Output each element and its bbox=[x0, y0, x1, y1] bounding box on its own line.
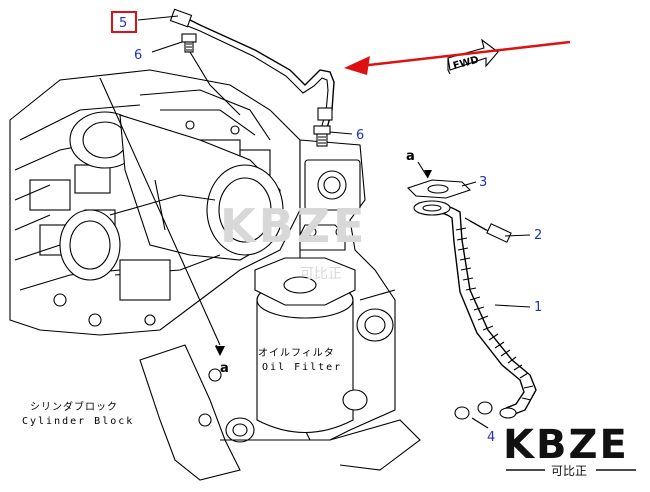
oil-return-hose-drawing bbox=[413, 200, 537, 419]
oil-filter-label-jp: オイルフィルタ bbox=[258, 347, 335, 359]
bracket-drawing bbox=[139, 344, 421, 481]
fwd-arrow-drawing: FWD bbox=[447, 38, 499, 75]
ref-a-bottom: a bbox=[220, 361, 229, 376]
bolt-drawing bbox=[464, 217, 512, 243]
ref-a-top-arrowhead bbox=[424, 170, 432, 178]
leader-lines bbox=[99, 15, 531, 429]
watermark: KBZE 可比正 bbox=[220, 199, 367, 282]
callout-5: 5 bbox=[119, 16, 127, 31]
logo-sub-text: 可比正 bbox=[551, 464, 587, 478]
cylinder-block-label-jp: シリンダブロック bbox=[30, 400, 118, 413]
watermark-sub-text: 可比正 bbox=[300, 266, 342, 282]
callout-4: 4 bbox=[487, 430, 495, 445]
ref-a-top: a bbox=[406, 149, 415, 164]
logo-main-text: KBZE bbox=[503, 422, 629, 468]
callout-1: 1 bbox=[534, 300, 542, 315]
seals-drawing bbox=[454, 401, 493, 420]
cylinder-block-label-en: Cylinder Block bbox=[22, 416, 134, 427]
fitting-6-mid-drawing bbox=[313, 125, 331, 147]
callout-2: 2 bbox=[534, 228, 542, 243]
fitting-6-top-drawing bbox=[181, 33, 197, 53]
callout-6-top: 6 bbox=[134, 48, 142, 63]
highlight-box-part-5 bbox=[111, 11, 137, 33]
oil-filter-drawing bbox=[254, 139, 396, 441]
oil-filter-label-en: Oil Filter bbox=[262, 362, 342, 373]
callout-3: 3 bbox=[479, 175, 487, 190]
gasket-drawing bbox=[406, 179, 472, 199]
watermark-main-text: KBZE bbox=[220, 199, 367, 253]
kbze-logo: KBZE 可比正 bbox=[503, 422, 636, 478]
highlight-arrow bbox=[344, 40, 571, 75]
oil-supply-tube-drawing bbox=[169, 8, 335, 133]
ref-a-bottom-arrowhead bbox=[215, 346, 225, 356]
callout-6-mid: 6 bbox=[356, 128, 364, 143]
turbocharger-drawing bbox=[59, 111, 284, 301]
